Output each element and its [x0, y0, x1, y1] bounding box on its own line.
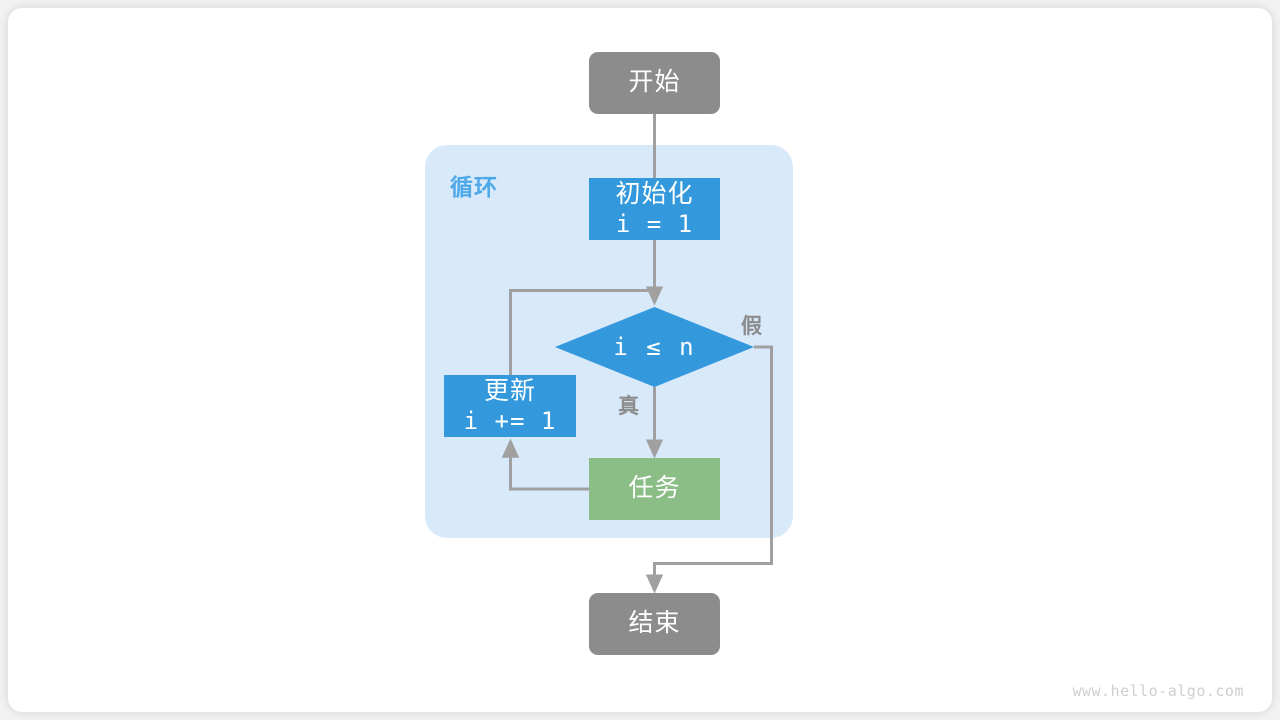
node-task[interactable]: 任务 [589, 458, 720, 520]
node-update[interactable]: 更新 i += 1 [444, 375, 576, 437]
node-init-label-line1: 初始化 [615, 180, 694, 209]
node-condition-label: i ≤ n [613, 333, 696, 361]
condition-diamond-shape [555, 307, 754, 387]
node-end[interactable]: 结束 [589, 593, 720, 655]
node-start[interactable]: 开始 [589, 52, 720, 114]
node-init[interactable]: 初始化 i = 1 [589, 178, 720, 240]
node-end-label: 结束 [628, 609, 681, 638]
edge-task-to-update [501, 438, 589, 491]
node-update-label-line2: i += 1 [463, 406, 557, 435]
edge-update-to-condition [509, 289, 655, 375]
node-update-label-line1: 更新 [483, 377, 536, 406]
node-condition[interactable]: i ≤ n [555, 307, 754, 387]
node-task-label: 任务 [628, 474, 681, 503]
loop-group-label: 循环 [450, 174, 498, 200]
node-start-label: 开始 [628, 68, 681, 97]
edge-label-true: 真 [618, 395, 639, 418]
edge-condition-false-to-end [645, 345, 773, 594]
edge-label-false: 假 [741, 315, 762, 338]
node-init-label-line2: i = 1 [615, 209, 694, 238]
watermark: www.hello-algo.com [1072, 682, 1244, 700]
